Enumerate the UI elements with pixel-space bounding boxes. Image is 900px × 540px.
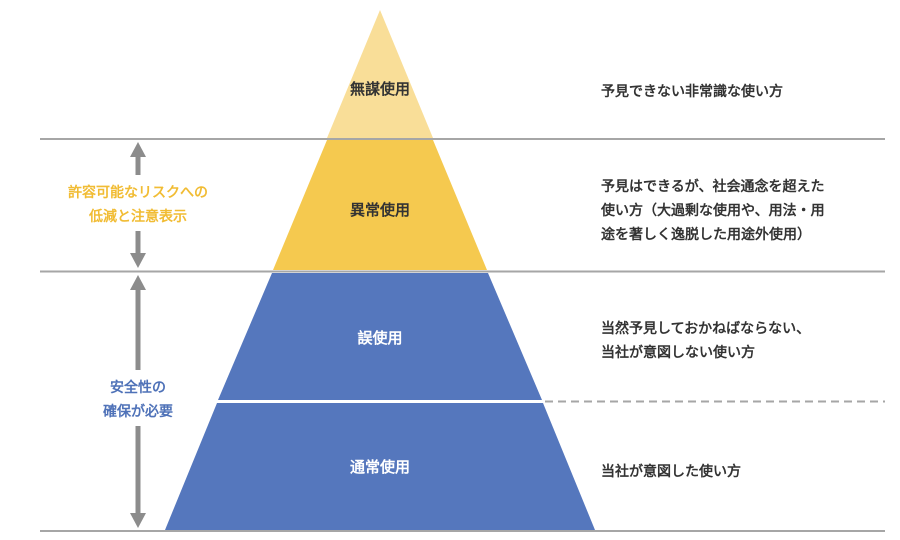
description-abnormal-use-line1: 予見はできるが、社会通念を超えた <box>601 178 824 195</box>
description-abnormal-use-line2: 使い方（大過剰な使用や、用法・用 <box>600 202 825 219</box>
tier-label-misuse: 誤使用 <box>357 329 402 347</box>
description-abnormal-use-line3: 途を著しく逸脱した用途外使用） <box>601 226 811 243</box>
tier-label-normal-use: 通常使用 <box>350 458 410 476</box>
side-label-bg-upper <box>50 175 226 231</box>
pyramid-tier-abnormal-use <box>273 140 487 270</box>
description-misuse-line1: 当然予見しておかねばならない、 <box>601 320 810 337</box>
side-label-upper-line1: 許容可能なリスクへの <box>68 184 208 201</box>
side-label-lower-line1: 安全性の <box>110 379 166 396</box>
description-misuse-line2: 当社が意図しない使い方 <box>601 344 755 361</box>
pyramid-tier-misuse <box>218 273 542 400</box>
description-normal-use: 当社が意図した使い方 <box>601 463 741 480</box>
side-label-lower-line2: 確保が必要 <box>103 403 173 420</box>
tier-label-reckless-use: 無謀使用 <box>350 80 410 98</box>
side-label-bg-lower <box>88 370 188 426</box>
pyramid-tier-normal-use <box>165 403 595 530</box>
tier-label-abnormal-use: 異常使用 <box>350 201 410 219</box>
description-reckless-use: 予見できない非常識な使い方 <box>601 83 783 100</box>
pyramid-tier-reckless-use <box>327 10 433 138</box>
side-label-upper-line2: 低減と注意表示 <box>88 208 187 225</box>
